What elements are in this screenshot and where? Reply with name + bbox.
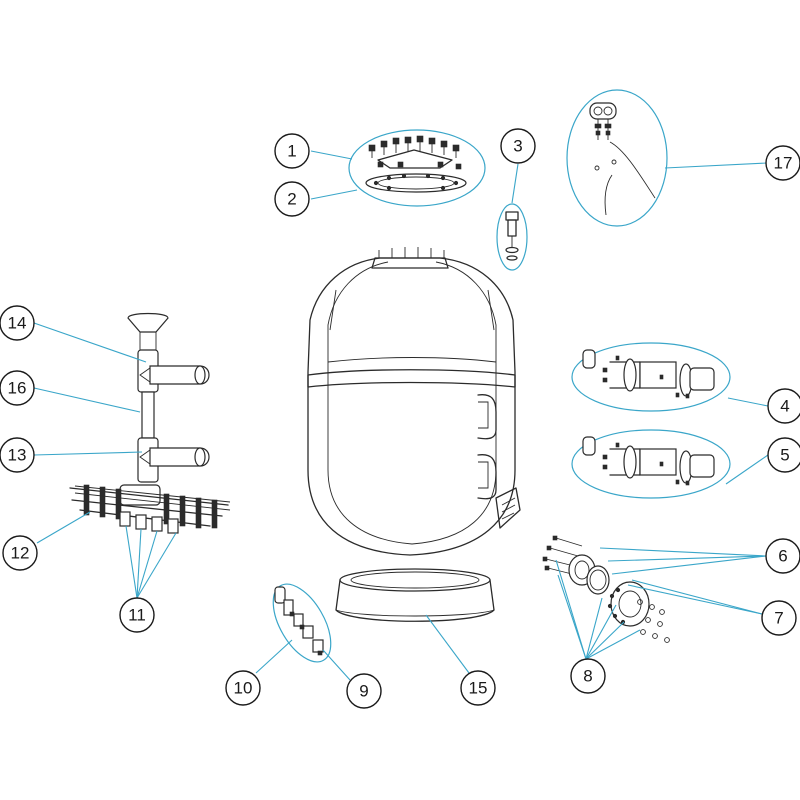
leader-lines <box>33 150 769 681</box>
callout-8: 8 <box>570 658 606 694</box>
callout-label: 12 <box>11 544 30 563</box>
internal-riser-assembly <box>69 312 231 534</box>
callout-11: 11 <box>119 597 155 633</box>
callout-6: 6 <box>765 538 800 574</box>
callout-5: 5 <box>767 437 800 473</box>
callout-label: 7 <box>774 609 783 628</box>
callout-7: 7 <box>761 600 797 636</box>
callout-label: 8 <box>583 667 592 686</box>
callout-16: 16 <box>0 370 35 406</box>
callout-9: 9 <box>346 673 382 709</box>
callout-label: 11 <box>128 606 146 625</box>
callout-4: 4 <box>767 388 800 424</box>
callout-label: 1 <box>287 142 296 161</box>
vent-valve-group <box>496 203 528 271</box>
callout-1: 1 <box>274 133 310 169</box>
callout-12: 12 <box>2 535 38 571</box>
callout-label: 16 <box>8 379 27 398</box>
callout-14: 14 <box>0 305 35 341</box>
callout-17: 17 <box>765 145 800 181</box>
callout-label: 5 <box>780 446 789 465</box>
callout-13: 13 <box>0 437 35 473</box>
filter-tank <box>307 247 521 556</box>
callout-label: 13 <box>8 446 27 465</box>
union-flange-group-4 <box>571 342 731 412</box>
callout-label: 4 <box>780 397 789 416</box>
pressure-gauge-group <box>566 89 668 227</box>
callout-label: 15 <box>469 679 488 698</box>
callout-2: 2 <box>274 181 310 217</box>
union-flange-group-5 <box>571 429 731 499</box>
callout-3: 3 <box>500 128 536 164</box>
callout-label: 14 <box>8 314 27 333</box>
top-diffuser-group <box>348 129 486 207</box>
callout-15: 15 <box>460 670 496 706</box>
manhole-cover-group <box>542 535 670 643</box>
callout-label: 6 <box>778 547 787 566</box>
pipe-connector-group <box>272 583 332 663</box>
callout-label: 10 <box>234 679 253 698</box>
callout-label: 9 <box>359 682 368 701</box>
tank-base <box>335 568 495 622</box>
callout-10: 10 <box>225 670 261 706</box>
callout-label: 2 <box>287 190 296 209</box>
callout-label: 3 <box>513 137 522 156</box>
callout-label: 17 <box>774 154 793 173</box>
